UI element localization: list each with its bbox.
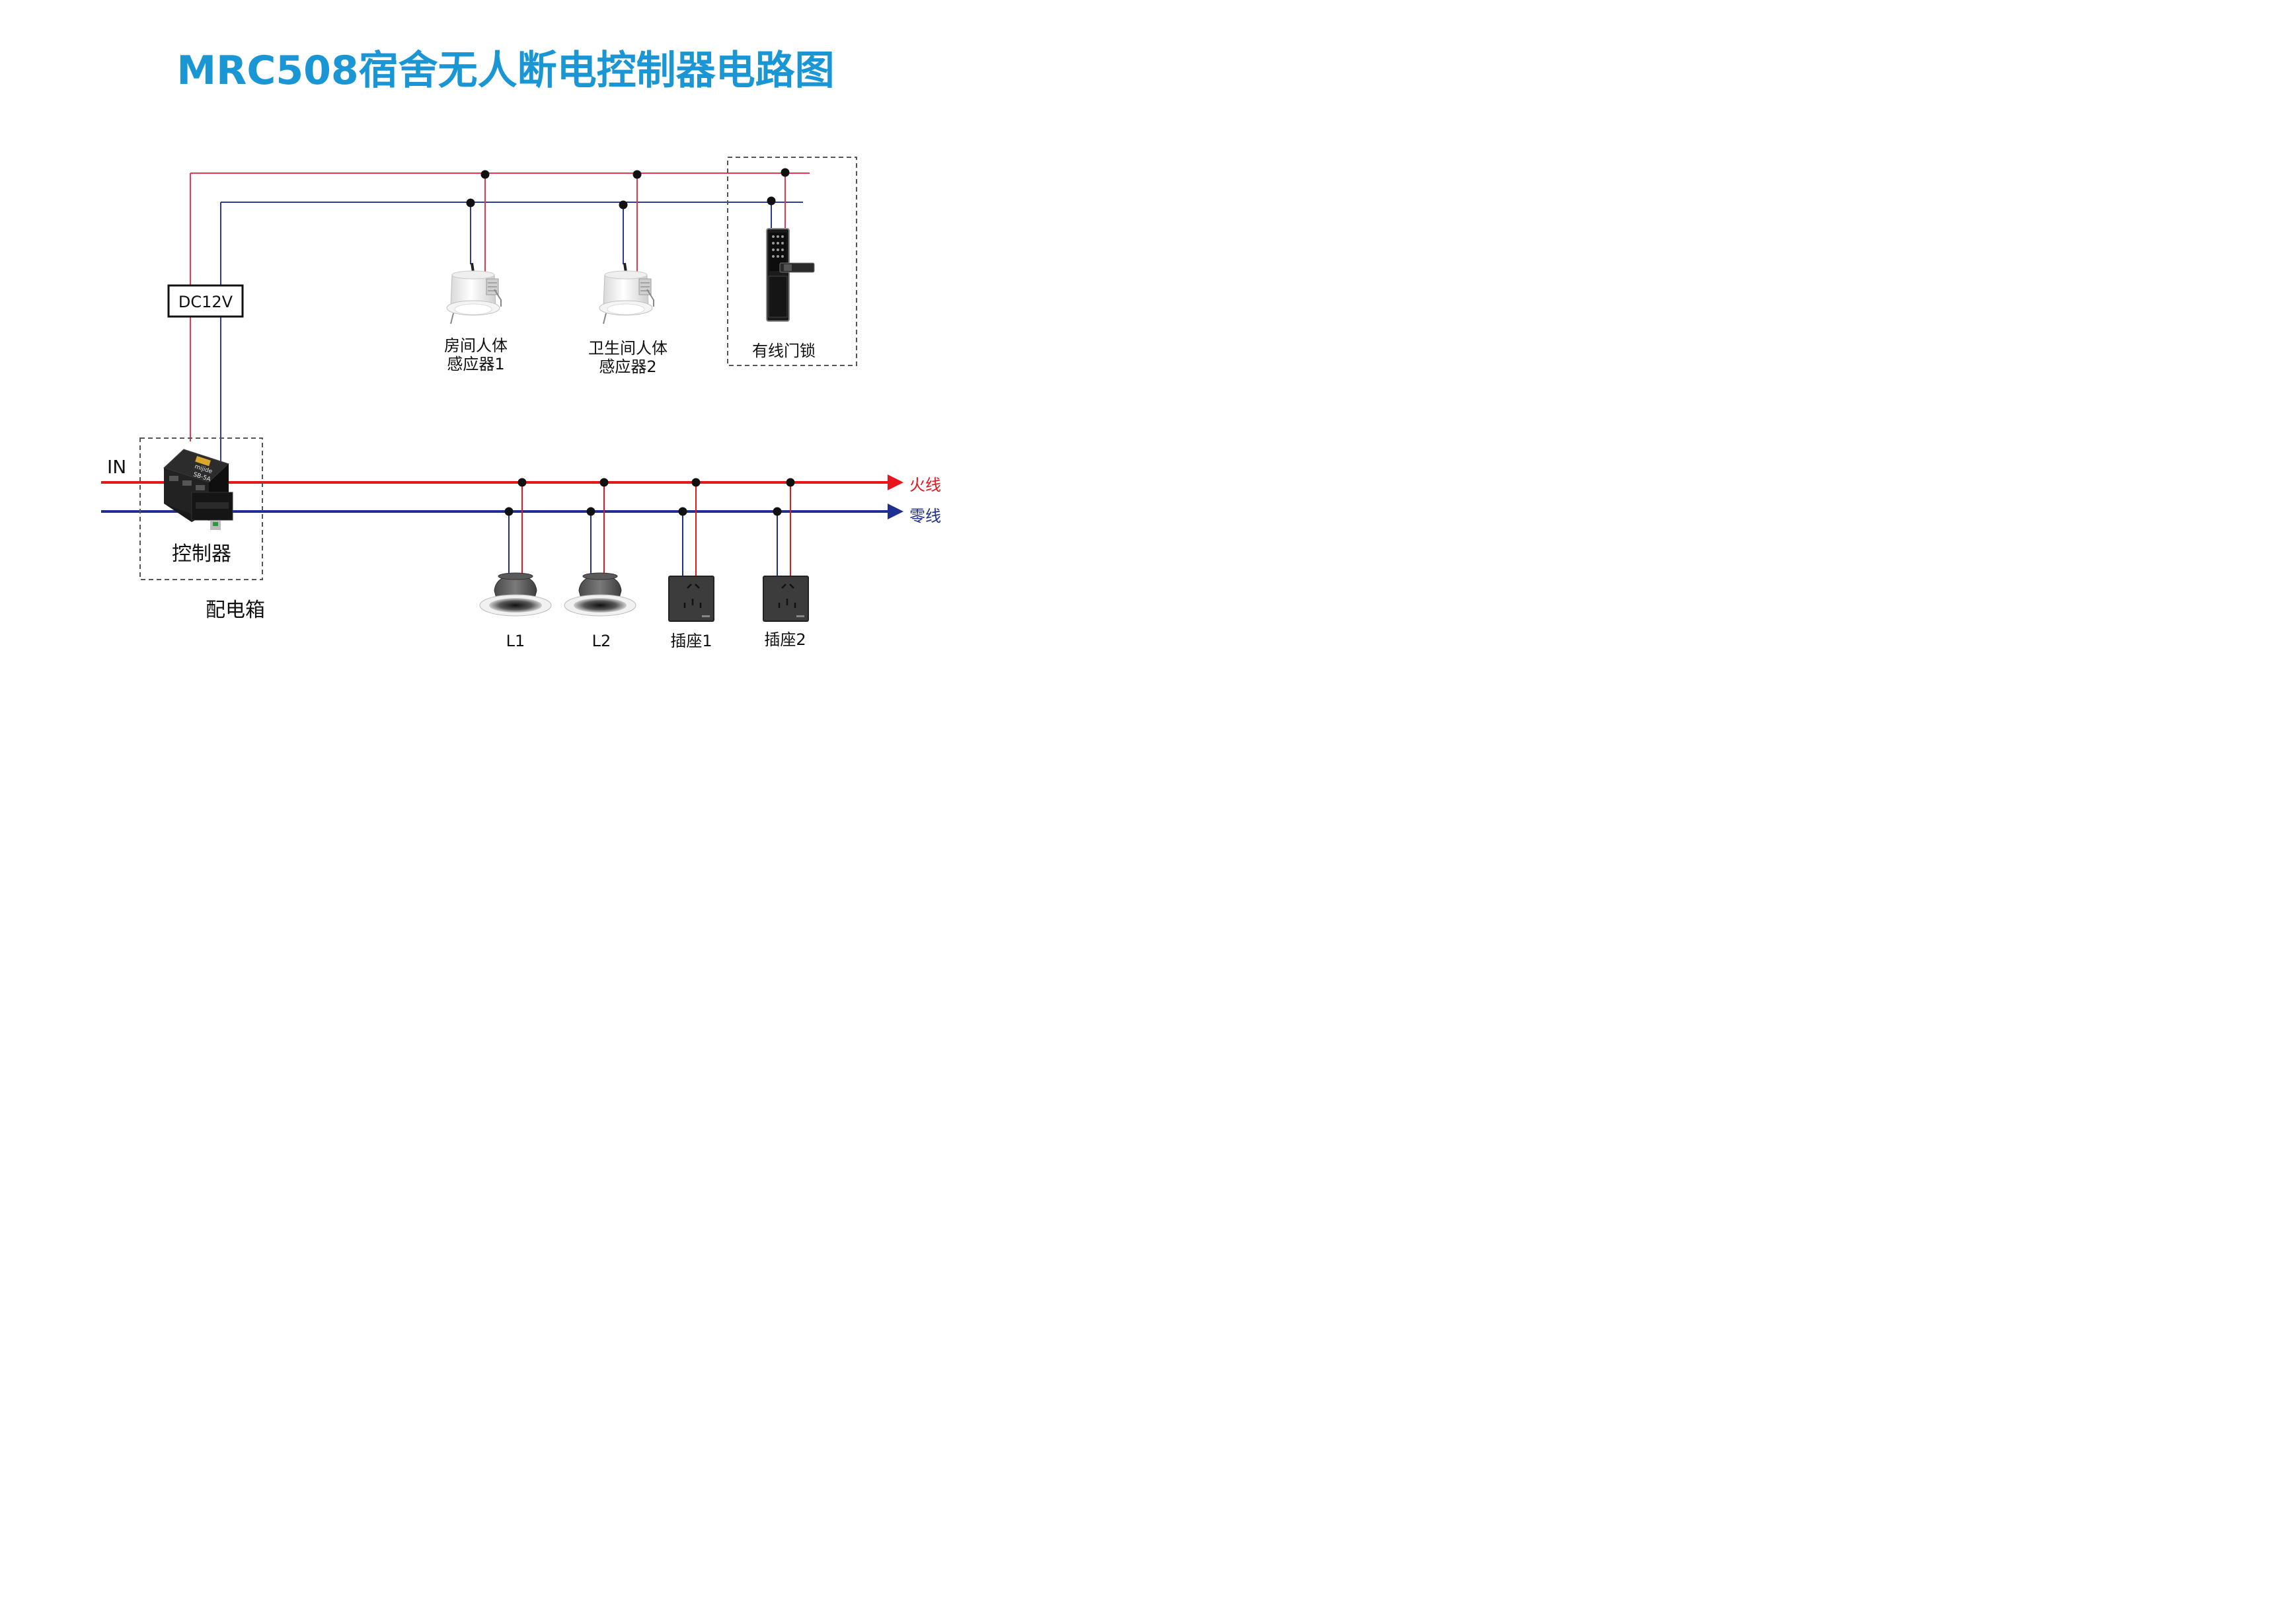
socket-2-label: 插座2 <box>764 630 806 649</box>
controller-device-icon: mijide SB-5A <box>163 449 233 530</box>
wall-socket-icon <box>763 576 809 622</box>
controller-label: 控制器 <box>172 543 231 566</box>
downlight-icon <box>564 572 636 617</box>
door-lock-icon <box>766 228 815 322</box>
junction-dot <box>773 507 782 516</box>
junction-dot <box>466 198 475 208</box>
junction-dot <box>599 478 609 487</box>
sensor-1-label: 房间人体 感应器1 <box>444 336 508 373</box>
dc12v-label: DC12V <box>178 293 233 311</box>
junction-dot <box>767 196 776 206</box>
distribution-box-label: 配电箱 <box>206 599 265 622</box>
junction-dot <box>619 200 628 209</box>
wall-socket-icon <box>668 576 714 622</box>
junction-dot <box>504 507 514 516</box>
ceiling-motion-sensor-icon <box>599 262 654 324</box>
sensor-2-label-line2: 感应器2 <box>599 358 656 376</box>
junction-dot <box>691 478 701 487</box>
load-l1-label: L1 <box>506 632 525 650</box>
junction-dot <box>786 478 795 487</box>
load-l2-label: L2 <box>592 632 611 650</box>
door-lock-enclosure <box>727 157 857 366</box>
ceiling-motion-sensor-icon <box>446 262 502 324</box>
upper-wiring <box>190 168 810 463</box>
sensor-1-label-line1: 房间人体 <box>444 336 508 355</box>
page-title: MRC508宿舍无人断电控制器电路图 <box>176 48 834 94</box>
in-label: IN <box>107 456 126 478</box>
load-wiring <box>504 478 795 576</box>
neutral-arrow-icon <box>888 504 903 519</box>
dc12v-box <box>167 284 244 318</box>
junction-dot <box>781 168 790 177</box>
sensor-2-label-line1: 卫生间人体 <box>588 339 668 358</box>
junction-dot <box>632 170 642 179</box>
dc12v-power-supply: DC12V <box>167 284 244 318</box>
live-wire-label: 火线 <box>909 476 941 494</box>
junction-dot <box>586 507 595 516</box>
door-lock-label: 有线门锁 <box>752 342 816 360</box>
circuit-diagram: MRC508宿舍无人断电控制器电路图 DC12V <box>101 48 941 650</box>
downlight-icon <box>479 572 552 617</box>
junction-dot <box>480 170 490 179</box>
junction-dot <box>678 507 687 516</box>
sensor-1-label-line2: 感应器1 <box>447 355 504 373</box>
junction-dot <box>517 478 527 487</box>
distribution-box-enclosure <box>139 437 263 580</box>
neutral-wire-label: 零线 <box>909 507 941 525</box>
live-arrow-icon <box>888 474 903 490</box>
sensor-2-label: 卫生间人体 感应器2 <box>588 339 668 376</box>
socket-1-label: 插座1 <box>670 632 712 650</box>
